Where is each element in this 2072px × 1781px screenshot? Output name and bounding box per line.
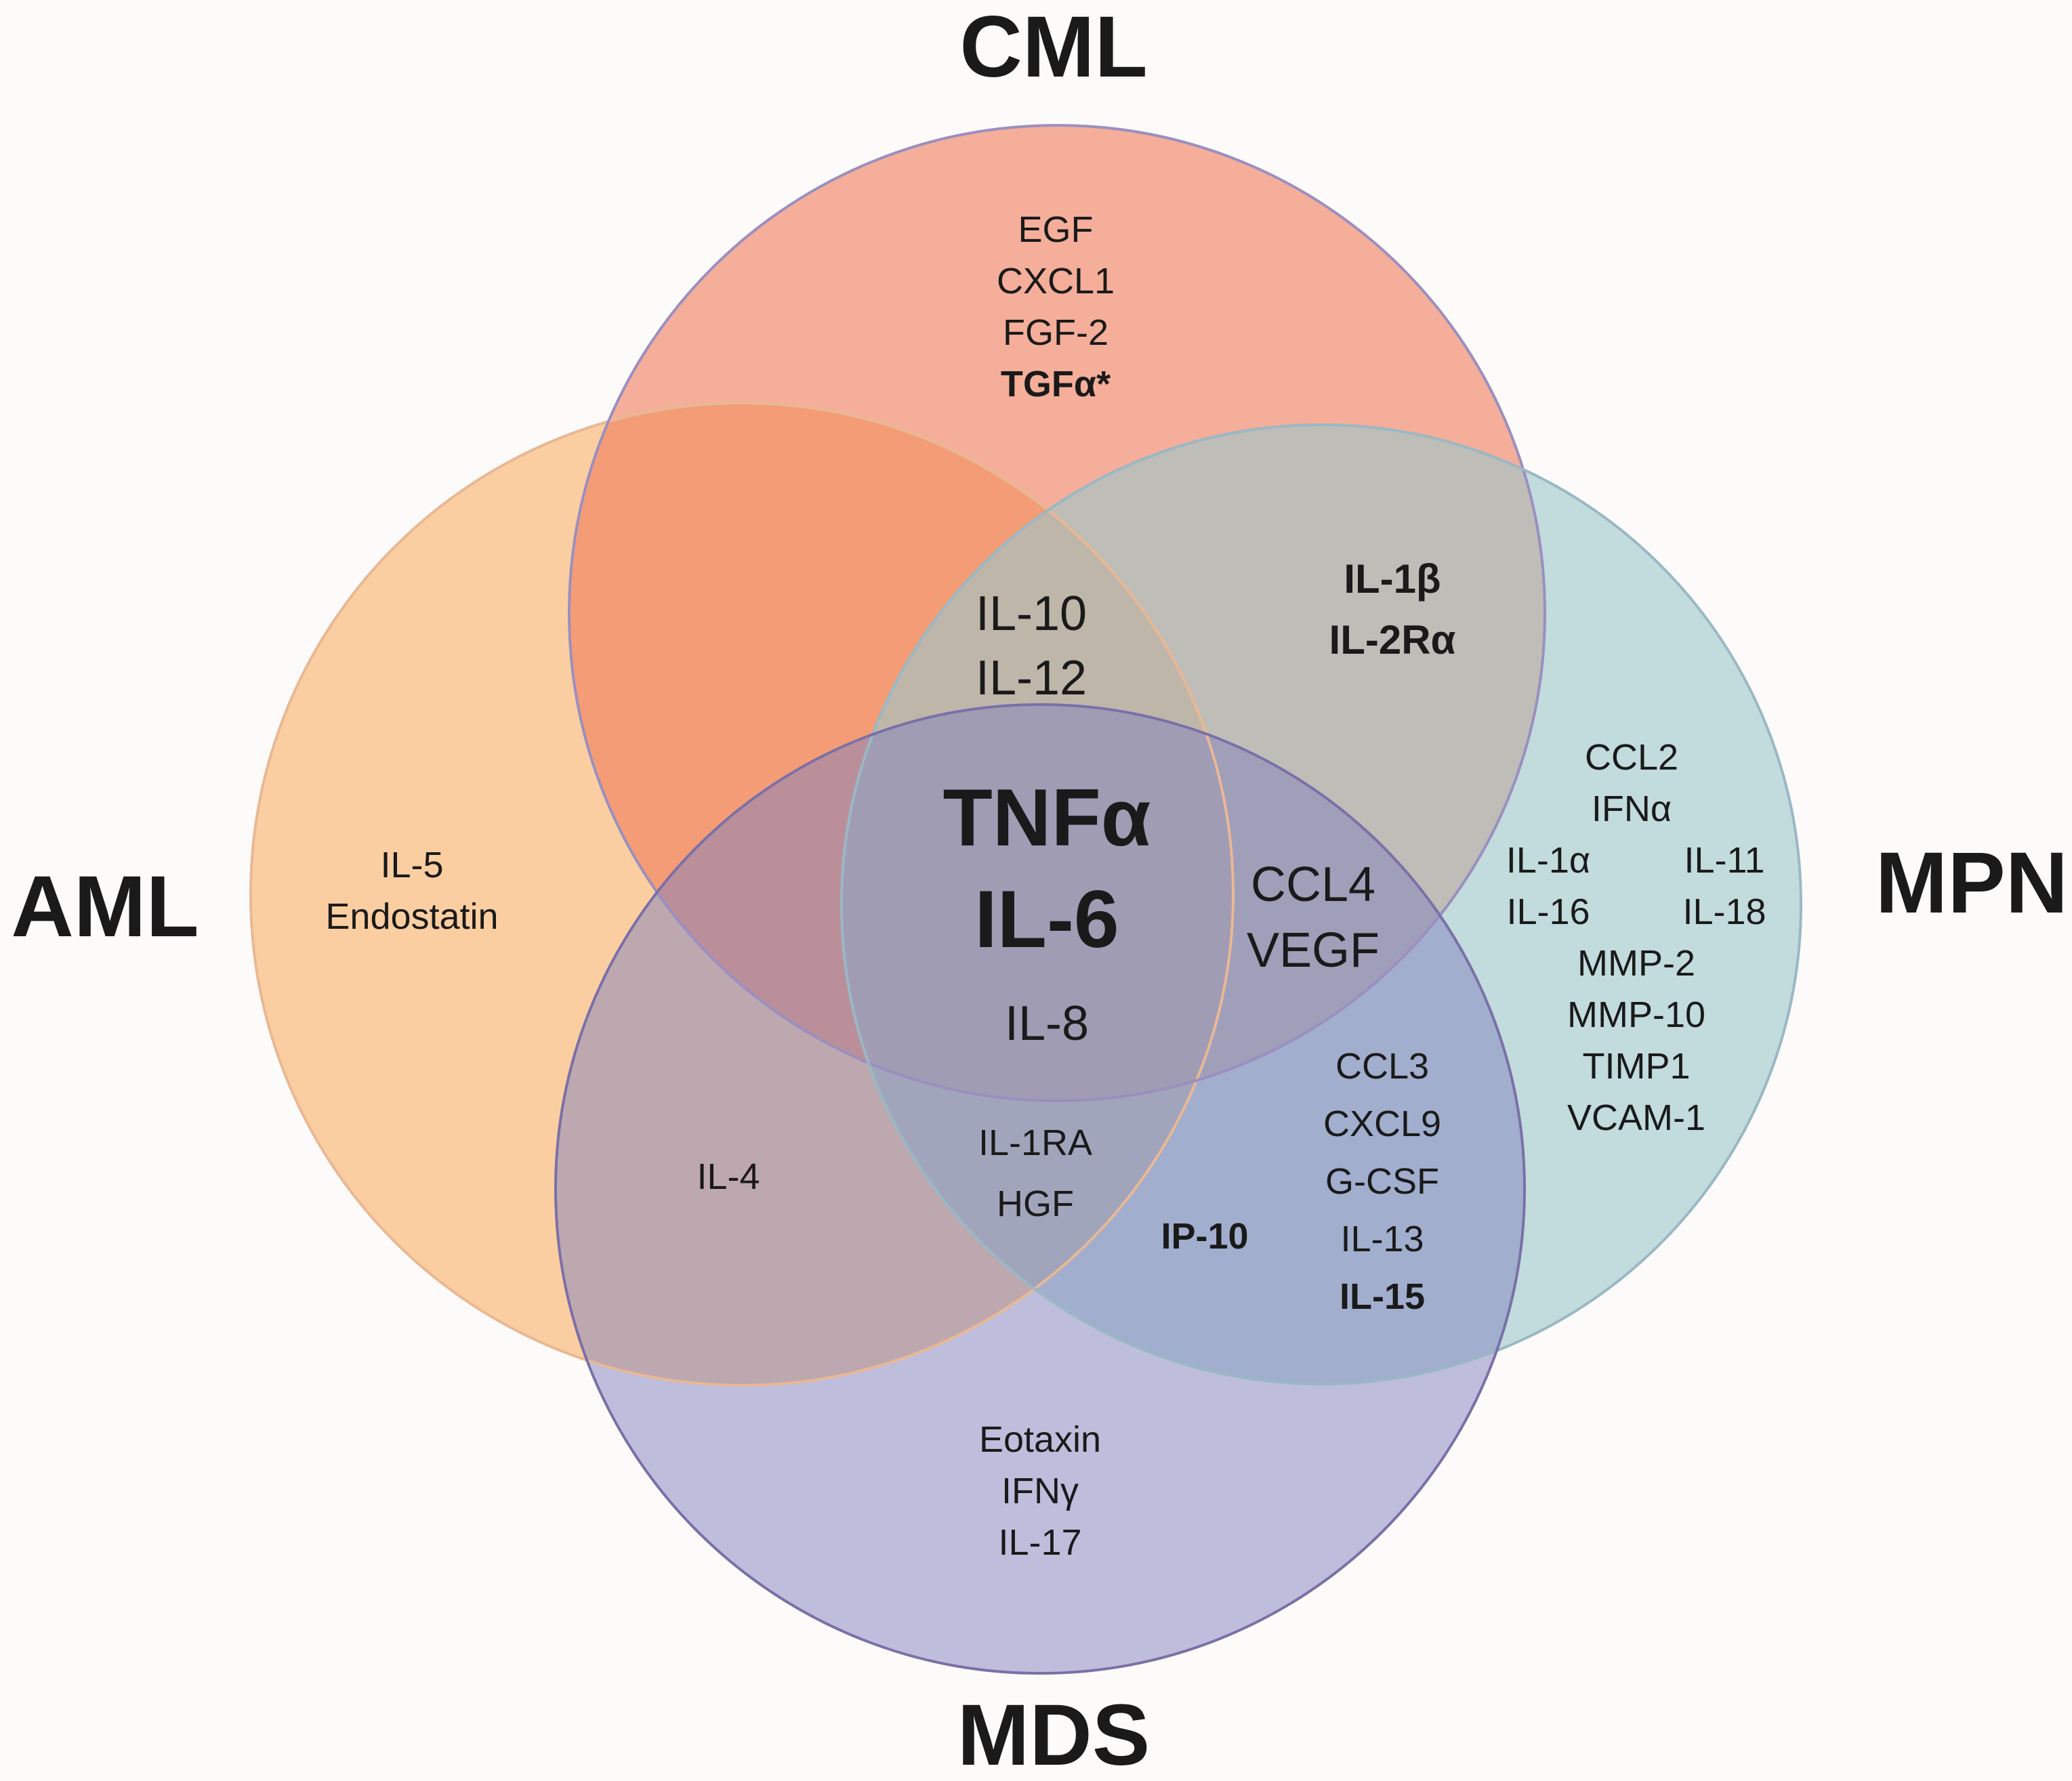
cml-only-item: EGF bbox=[1018, 209, 1093, 250]
aml-only-item: IL-5 bbox=[380, 845, 443, 885]
mpn-only-item: VCAM-1 bbox=[1567, 1097, 1705, 1138]
overlap-item: IL-8 bbox=[1005, 997, 1089, 1051]
mds-only-item: IFNγ bbox=[1001, 1471, 1079, 1511]
overlap-item: IL-10 bbox=[976, 587, 1087, 641]
overlap-item: CCL4 bbox=[1251, 858, 1375, 912]
overlap-item: VEGF bbox=[1247, 923, 1380, 978]
mpn-only-item: IL-1α bbox=[1506, 840, 1590, 881]
mpn-circle-outline bbox=[840, 423, 1802, 1385]
overlap-item: IL-12 bbox=[976, 651, 1087, 705]
cml-label: CML bbox=[959, 0, 1147, 96]
mpn-only-item: MMP-2 bbox=[1577, 943, 1695, 984]
overlap-item: IL-13 bbox=[1340, 1219, 1424, 1259]
overlap-item: IL-15 bbox=[1340, 1276, 1425, 1317]
core-item: IL-6 bbox=[974, 874, 1119, 965]
cml-only-item: CXCL1 bbox=[997, 261, 1115, 301]
overlap-item: G-CSF bbox=[1325, 1161, 1439, 1202]
mds-circle bbox=[556, 705, 1525, 1673]
overlap-item: IL-1β bbox=[1344, 556, 1441, 602]
mpn-label: MPN bbox=[1876, 835, 2068, 931]
mds-only-item: IL-17 bbox=[998, 1522, 1081, 1563]
cml-only-item: TGFα* bbox=[1001, 364, 1111, 404]
mpn-only-item: IL-11 bbox=[1684, 840, 1764, 881]
mpn-only-item: IL-18 bbox=[1682, 892, 1766, 932]
mds-only-item: Eotaxin bbox=[979, 1419, 1101, 1460]
overlap-item: CXCL9 bbox=[1323, 1104, 1441, 1144]
overlap-item: IP-10 bbox=[1161, 1216, 1248, 1257]
mpn-only-item: IL-16 bbox=[1506, 892, 1590, 932]
aml-circle-outline bbox=[249, 402, 1235, 1387]
mpn-only-item: CCL2 bbox=[1585, 737, 1678, 778]
cml-only-item: FGF-2 bbox=[1003, 312, 1108, 353]
aml-label: AML bbox=[11, 858, 199, 955]
mpn-only-item: IFNα bbox=[1592, 789, 1672, 829]
mds-circle-outline bbox=[554, 703, 1526, 1675]
overlap-item: IL-2Rα bbox=[1329, 617, 1456, 663]
mpn-only-item: MMP-10 bbox=[1567, 994, 1705, 1035]
core-item: TNFα bbox=[942, 772, 1151, 863]
mpn-only-item: TIMP1 bbox=[1582, 1046, 1690, 1087]
overlap-item: IL-4 bbox=[697, 1156, 760, 1197]
overlap-item: HGF bbox=[997, 1183, 1074, 1224]
cml-circle-outline bbox=[568, 124, 1546, 1102]
overlap-item: CCL3 bbox=[1335, 1046, 1429, 1087]
overlap-item: IL-1RA bbox=[978, 1123, 1092, 1163]
mds-label: MDS bbox=[957, 1687, 1150, 1781]
aml-only-item: Endostatin bbox=[325, 896, 498, 937]
